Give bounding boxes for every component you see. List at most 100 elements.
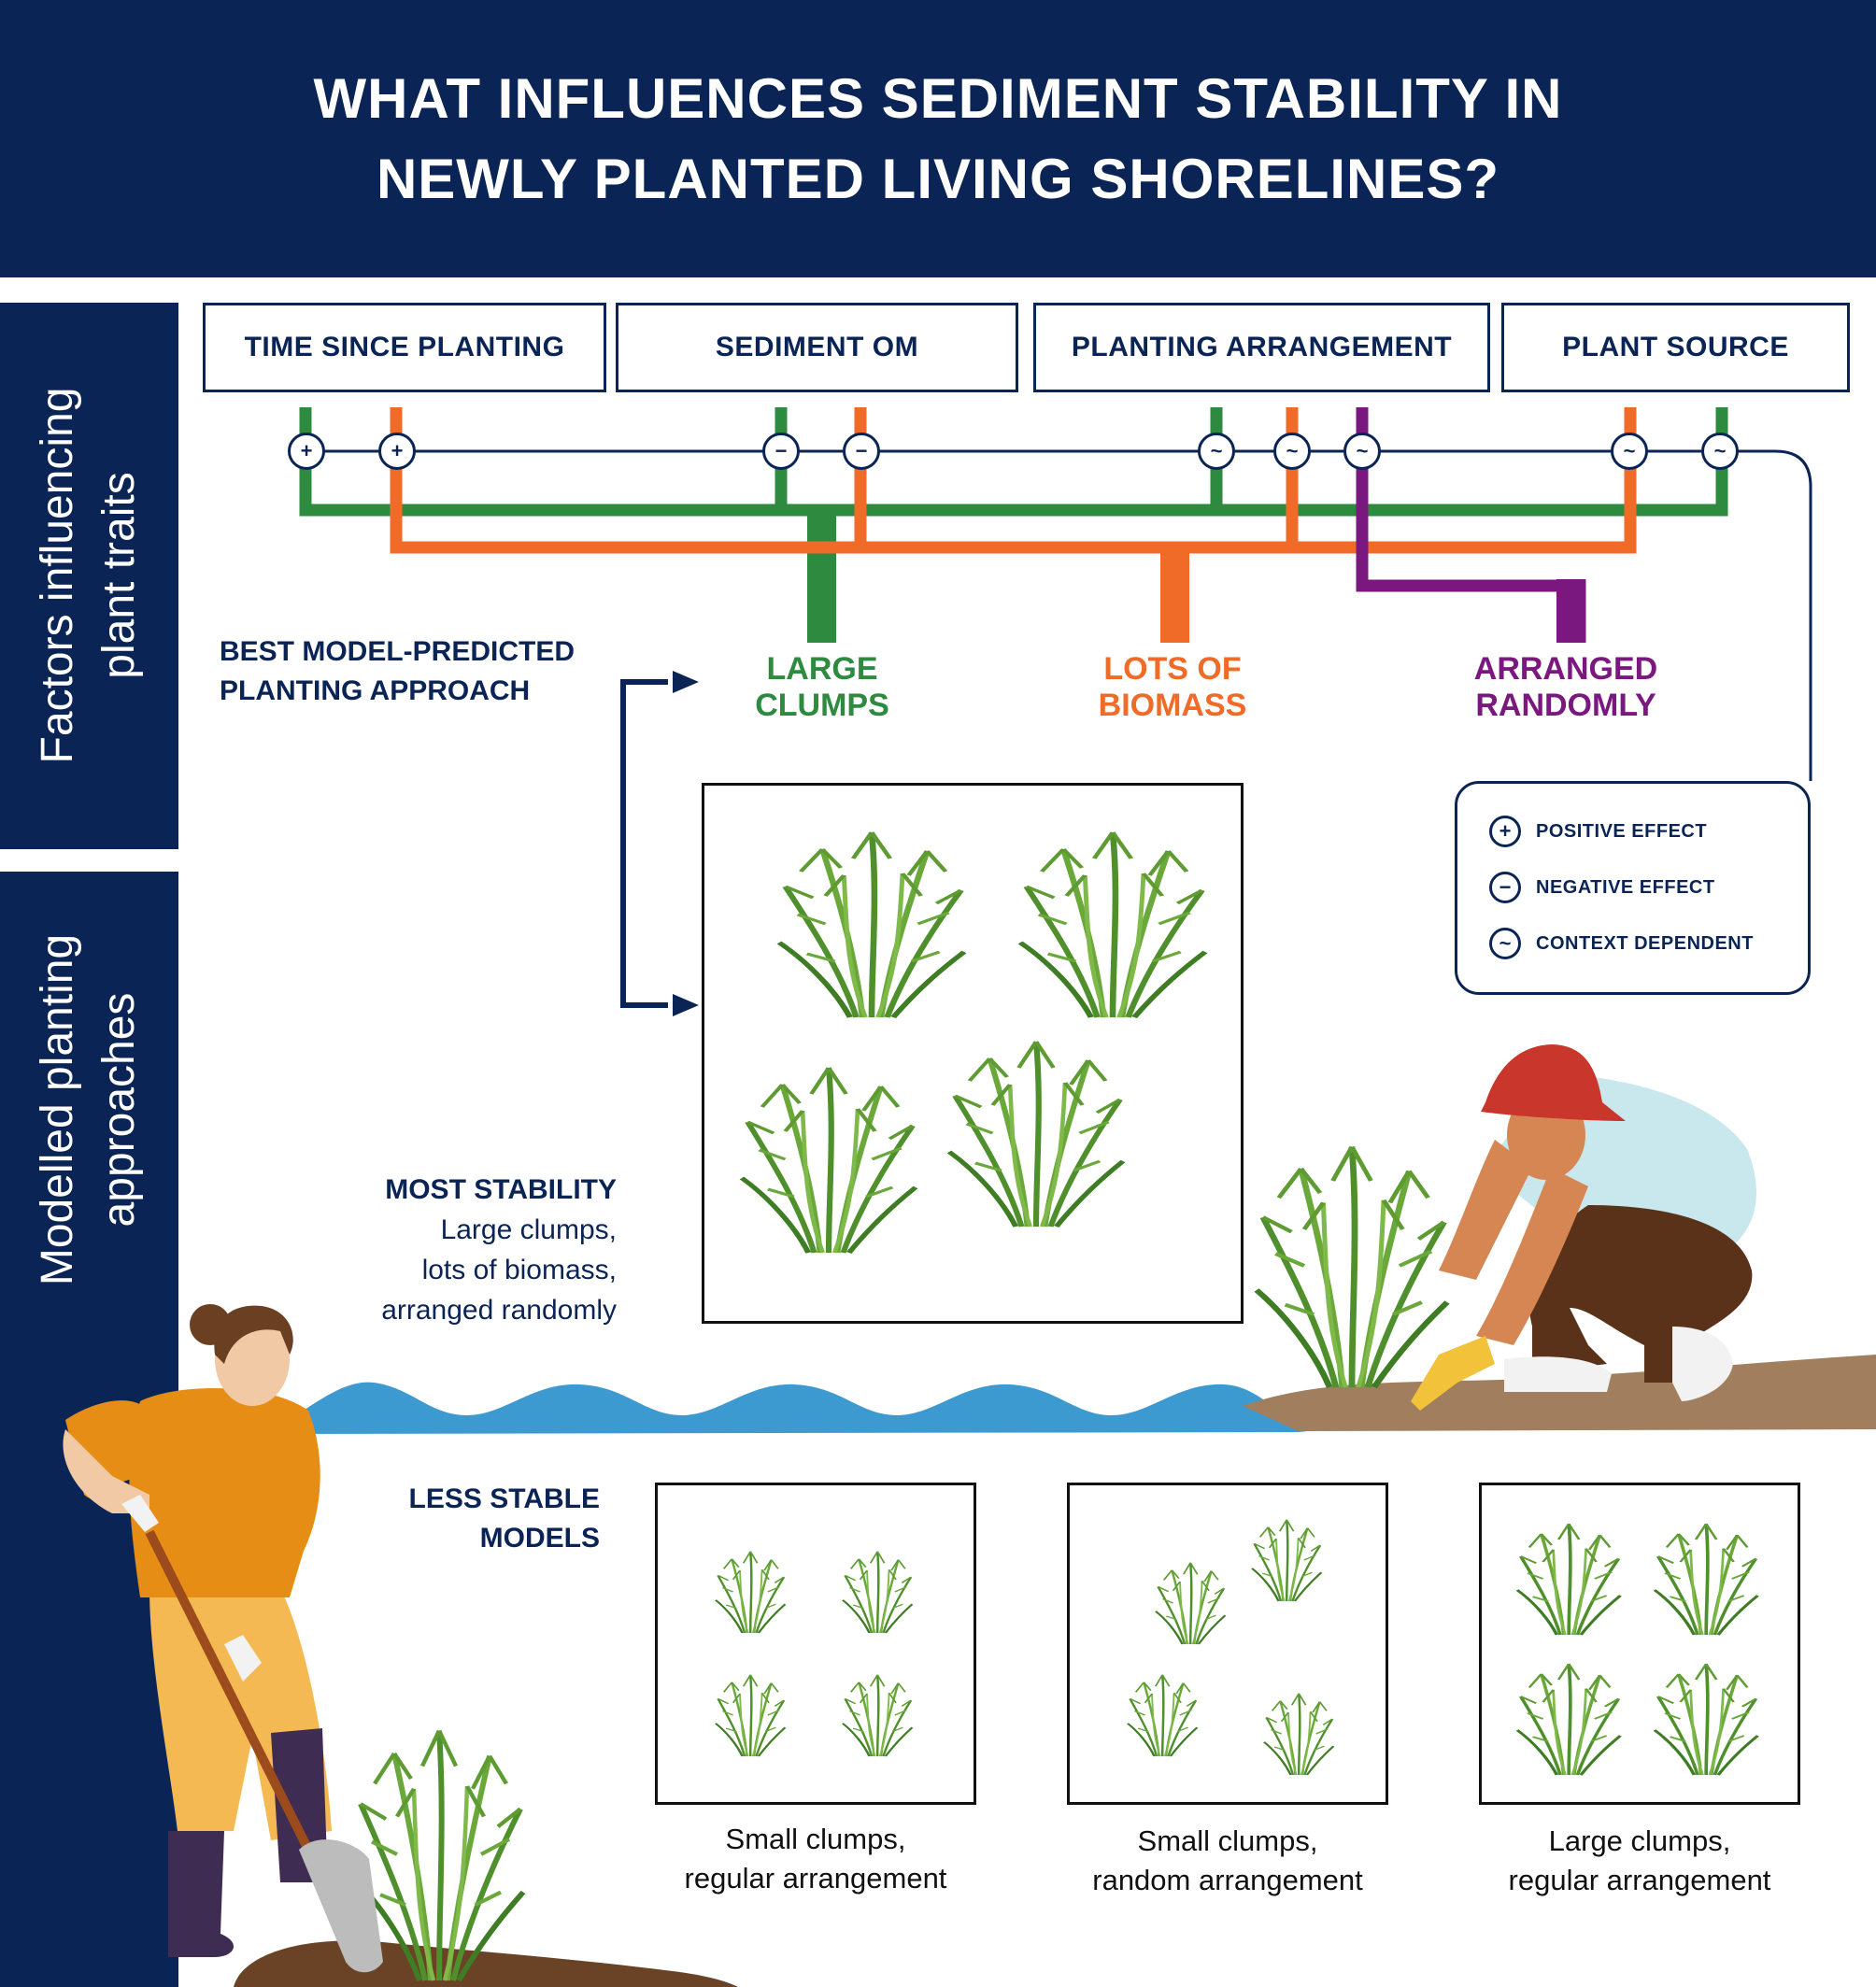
grass-clump-icon	[1257, 1147, 1447, 1387]
man-shoe	[1504, 1356, 1612, 1392]
context-dependent-icon: ~	[1273, 433, 1311, 470]
most-stability-line-2: lots of biomass,	[421, 1255, 617, 1285]
negative-effect-icon: −	[762, 433, 800, 470]
model-panel-small-regular	[655, 1483, 976, 1805]
caption-large-regular-line-1: Large clumps,	[1548, 1824, 1731, 1857]
less-stable-line-2: MODELS	[479, 1523, 600, 1554]
negative-effect-icon: −	[1489, 872, 1521, 903]
caption-small-random: Small clumps, random arrangement	[1039, 1822, 1416, 1900]
legend-row-context: ~ CONTEXT DEPENDENT	[1489, 928, 1754, 959]
grass-clump-icon	[1653, 1522, 1760, 1637]
best-model-label: BEST MODEL-PREDICTED PLANTING APPROACH	[220, 632, 575, 711]
best-model-panel	[702, 783, 1244, 1324]
outcome-lots-of-biomass: LOTS OF BIOMASS	[1056, 651, 1289, 724]
arrow-head-top	[673, 671, 699, 693]
context-dependent-icon: ~	[1198, 433, 1235, 470]
legend-context-label: CONTEXT DEPENDENT	[1536, 932, 1754, 954]
navy-connector-line	[306, 449, 1812, 781]
context-dependent-icon: ~	[1701, 433, 1739, 470]
legend: + POSITIVE EFFECT − NEGATIVE EFFECT ~ CO…	[1455, 781, 1811, 995]
woman-arm	[63, 1429, 149, 1513]
model-panel-small-random	[1067, 1483, 1388, 1805]
factor-plant-source: PLANT SOURCE	[1501, 303, 1850, 392]
soil-mound	[234, 1940, 738, 1987]
model-grass-large-regular	[1515, 1522, 1760, 1777]
grass-clump-icon	[1250, 1518, 1323, 1603]
outcome-random-line-2: RANDOMLY	[1475, 688, 1656, 723]
water	[262, 1382, 1308, 1434]
most-stability-line-3: arranged randomly	[381, 1295, 617, 1326]
man-bucket-hat	[1481, 1044, 1626, 1121]
most-stability-line-1: Large clumps,	[440, 1214, 617, 1245]
legend-negative-label: NEGATIVE EFFECT	[1536, 876, 1715, 898]
positive-effect-icon: +	[1489, 816, 1521, 847]
positive-effect-icon: +	[378, 433, 416, 470]
caption-small-regular: Small clumps, regular arrangement	[627, 1820, 1004, 1898]
outcome-large-clumps-line-2: CLUMPS	[755, 688, 889, 723]
context-dependent-icon: ~	[1611, 433, 1648, 470]
grass-clump-icon	[714, 1673, 787, 1758]
caption-large-regular: Large clumps, regular arrangement	[1451, 1822, 1828, 1900]
grass-clump-icon	[1262, 1692, 1335, 1777]
best-model-line-2: PLANTING APPROACH	[220, 675, 531, 706]
grass-clump-icon	[841, 1550, 914, 1635]
gardener-woman-illustration	[63, 1304, 523, 1980]
grass-clump-icon	[714, 1550, 787, 1635]
model-grass-small-regular	[714, 1550, 914, 1758]
outcome-large-clumps-line-1: LARGE	[766, 651, 878, 687]
factor-planting-arrangement: PLANTING ARRANGEMENT	[1033, 303, 1490, 392]
arrow-head-bottom	[673, 994, 699, 1016]
grass-clump-icon	[1515, 1522, 1623, 1637]
most-stability-heading: MOST STABILITY	[385, 1174, 617, 1205]
man-trousers	[1528, 1205, 1753, 1383]
outcome-biomass-line-2: BIOMASS	[1098, 688, 1247, 723]
shovel-handle	[145, 1529, 327, 1881]
legend-row-positive: + POSITIVE EFFECT	[1489, 816, 1707, 847]
woman-hair-bun	[190, 1304, 231, 1345]
model-panel-large-regular	[1479, 1483, 1800, 1805]
outcome-random-line-1: ARRANGED	[1473, 651, 1658, 687]
man-arm	[1439, 1140, 1532, 1280]
caption-small-random-line-2: random arrangement	[1092, 1864, 1363, 1896]
most-stability-block: MOST STABILITY Large clumps, lots of bio…	[280, 1171, 617, 1330]
caption-small-regular-line-1: Small clumps,	[725, 1823, 906, 1855]
gardener-man-illustration	[1257, 1044, 1756, 1411]
orange-trunk	[1160, 542, 1189, 643]
title-line-1: WHAT INFLUENCES SEDIMENT STABILITY IN	[313, 66, 1563, 130]
woman-shirt	[129, 1388, 320, 1597]
less-stable-label: LESS STABLE MODELS	[374, 1480, 600, 1558]
outcome-arranged-randomly: ARRANGED RANDOMLY	[1444, 651, 1687, 724]
grass-clump-icon	[1154, 1561, 1227, 1646]
caption-large-regular-line-2: regular arrangement	[1508, 1864, 1771, 1896]
model-grass-small-random	[1126, 1518, 1335, 1777]
side-band-factors: Factors influencing plant traits	[0, 303, 178, 849]
woman-glove	[121, 1495, 159, 1532]
caption-small-regular-line-2: regular arrangement	[684, 1862, 947, 1895]
shovel-blade	[299, 1839, 383, 1973]
factor-sediment-om: SEDIMENT OM	[616, 303, 1018, 392]
purple-trunk	[1556, 579, 1585, 643]
woman-boot	[271, 1728, 349, 1882]
best-model-bracket	[620, 679, 668, 1008]
outcome-large-clumps: LARGE CLUMPS	[710, 651, 934, 724]
grass-clump-icon	[1515, 1662, 1623, 1777]
man-shoe	[1672, 1327, 1733, 1401]
context-dependent-icon: ~	[1489, 928, 1521, 959]
man-glove	[1411, 1336, 1495, 1411]
header-banner: WHAT INFLUENCES SEDIMENT STABILITY IN NE…	[0, 0, 1876, 277]
caption-small-random-line-1: Small clumps,	[1137, 1824, 1318, 1857]
legend-positive-label: POSITIVE EFFECT	[1536, 820, 1708, 842]
woman-hair	[214, 1305, 293, 1364]
outcome-biomass-line-1: LOTS OF	[1103, 651, 1242, 687]
less-stable-line-1: LESS STABLE	[408, 1483, 600, 1514]
grass-clump-icon	[1126, 1673, 1199, 1758]
factor-time-since-planting: TIME SINCE PLANTING	[203, 303, 606, 392]
grass-clump-icon	[841, 1673, 914, 1758]
woman-boot	[168, 1831, 234, 1957]
green-trunk	[807, 504, 836, 643]
man-arm	[1476, 1168, 1588, 1345]
grass-clump-icon	[1653, 1662, 1760, 1777]
negative-effect-icon: −	[843, 433, 880, 470]
orange-network	[390, 407, 1637, 554]
